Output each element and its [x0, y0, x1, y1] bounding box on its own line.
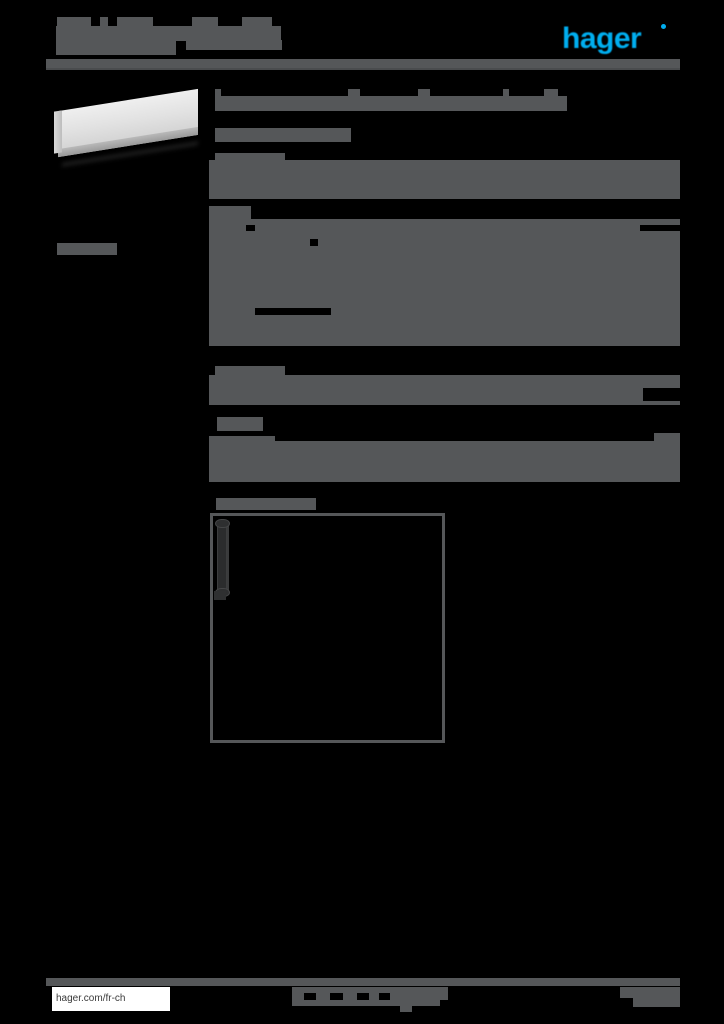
table-row-value [281, 268, 680, 275]
footer-page-number [620, 987, 680, 998]
main-subheading [215, 128, 351, 142]
technical-drawing-box [210, 513, 445, 743]
section-title [209, 206, 251, 219]
sidebar-section-label [57, 243, 117, 255]
footer-center-text [292, 987, 448, 993]
title-fragment [100, 17, 108, 27]
section-body [209, 401, 680, 405]
table-row [209, 441, 680, 482]
hager-logo: hager [562, 22, 642, 55]
title-fragment [242, 17, 272, 27]
heading-fragment [418, 89, 430, 97]
footer-fragment [390, 993, 448, 1000]
table-row-value [318, 239, 680, 246]
title-fragment [192, 17, 218, 27]
section-body [209, 375, 680, 388]
section-title [215, 153, 285, 161]
table-row-label [209, 308, 255, 315]
heading-fragment [348, 89, 360, 97]
table-row [209, 246, 680, 268]
header-divider [46, 59, 680, 68]
table-row-label [209, 436, 275, 441]
table-row-value [255, 225, 640, 231]
table-row [209, 231, 680, 239]
footer-fragment [292, 1000, 440, 1006]
section-title [215, 366, 285, 375]
drawing-caption [216, 498, 316, 510]
footer-divider [46, 978, 680, 986]
title-fragment [57, 17, 91, 27]
strip-bottom-tab [214, 591, 226, 600]
section-title [217, 417, 263, 431]
footer-fragment [400, 1006, 412, 1012]
table-row [209, 219, 680, 225]
title-fragment [117, 17, 153, 27]
footer-fragment [369, 993, 379, 1000]
strip-face [217, 523, 227, 593]
product-image-endcap [54, 110, 62, 154]
footer-page-number-sub [633, 998, 680, 1007]
table-row [209, 315, 680, 346]
footer-fragment [316, 993, 330, 1000]
section-body [209, 388, 643, 401]
table-row-label [209, 225, 246, 231]
heading-fragment [215, 89, 221, 97]
product-image [48, 86, 210, 172]
section-body [209, 160, 680, 199]
main-heading [215, 96, 567, 111]
heading-fragment [544, 89, 558, 97]
table-row [209, 275, 680, 308]
table-row-label [209, 268, 290, 275]
table-row-value [654, 433, 680, 441]
hager-logo-dot [661, 24, 666, 29]
page-subtitle [56, 41, 176, 55]
footer-url[interactable]: hager.com/fr-ch [52, 987, 170, 1011]
strip-side [225, 525, 229, 593]
strip-top-cap [215, 519, 230, 528]
page-title [56, 26, 281, 41]
footer-fragment [292, 993, 304, 1000]
header-divider-thin [46, 68, 680, 70]
heading-fragment [503, 89, 509, 97]
table-row-label [209, 239, 310, 246]
reference-code [186, 40, 282, 50]
table-row-value [331, 308, 680, 315]
footer-fragment [343, 993, 357, 1000]
technical-drawing-strip [214, 519, 230, 600]
